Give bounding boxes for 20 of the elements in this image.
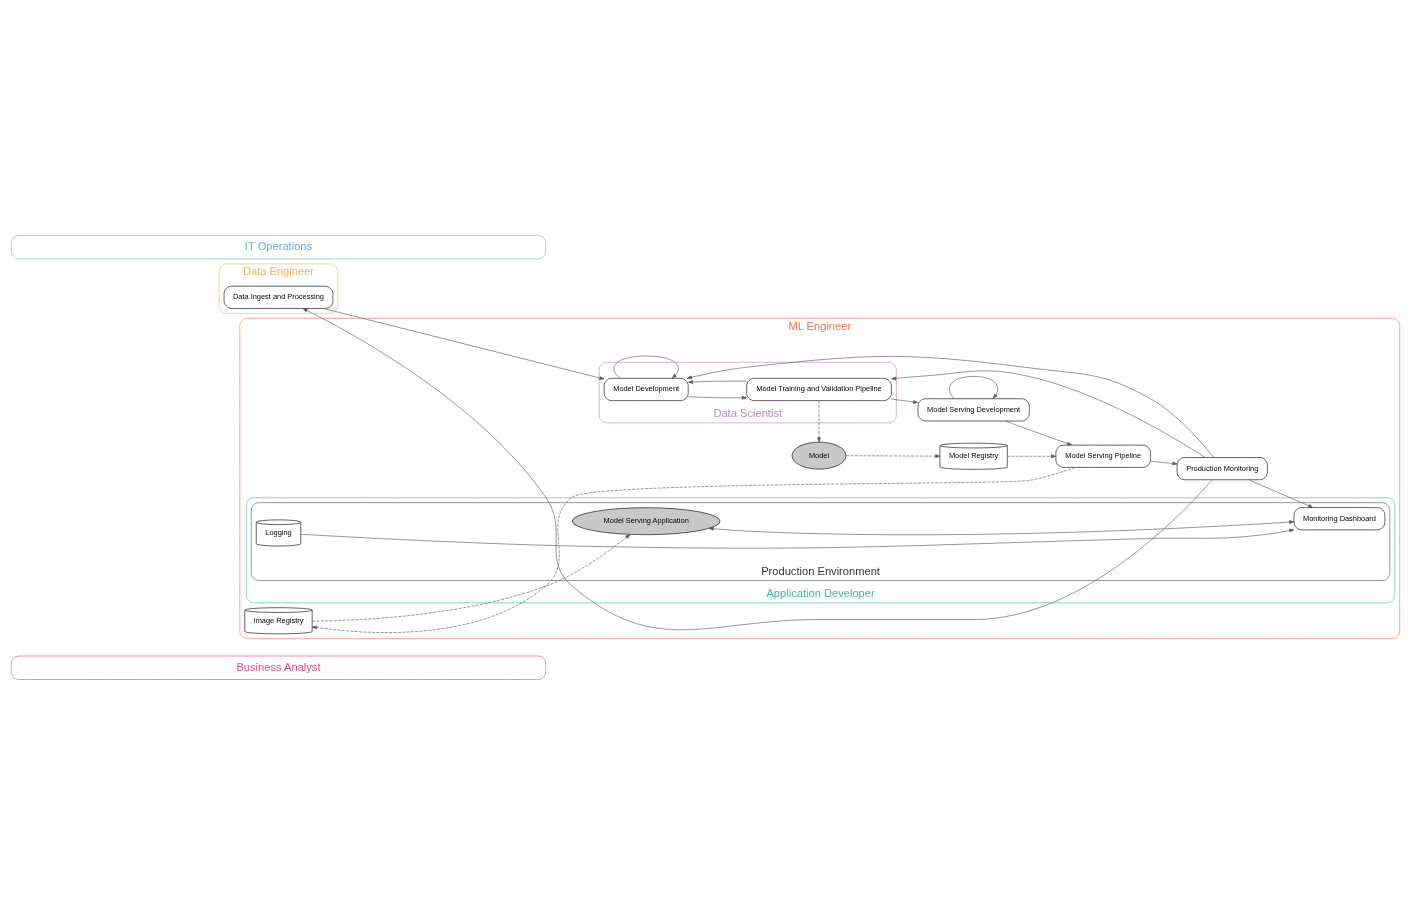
arrow (1007, 454, 1057, 459)
arrow (311, 467, 1076, 633)
arrow (323, 308, 605, 380)
arrow (688, 395, 747, 400)
arrow (302, 308, 1213, 631)
arrow (688, 380, 747, 384)
arrow (817, 400, 821, 443)
arrow (891, 398, 919, 404)
arrow (949, 376, 998, 399)
arrow (1004, 420, 1073, 446)
arrow (845, 454, 941, 458)
arrow (686, 356, 1214, 458)
node-box: IT Operations (11, 235, 546, 260)
arrow (708, 520, 1295, 536)
arrow (1150, 460, 1178, 466)
arrow (300, 528, 1295, 549)
arrow (891, 370, 1206, 458)
node-box: Business Analyst (11, 655, 546, 680)
arrow (311, 534, 631, 622)
arrow (613, 355, 679, 379)
